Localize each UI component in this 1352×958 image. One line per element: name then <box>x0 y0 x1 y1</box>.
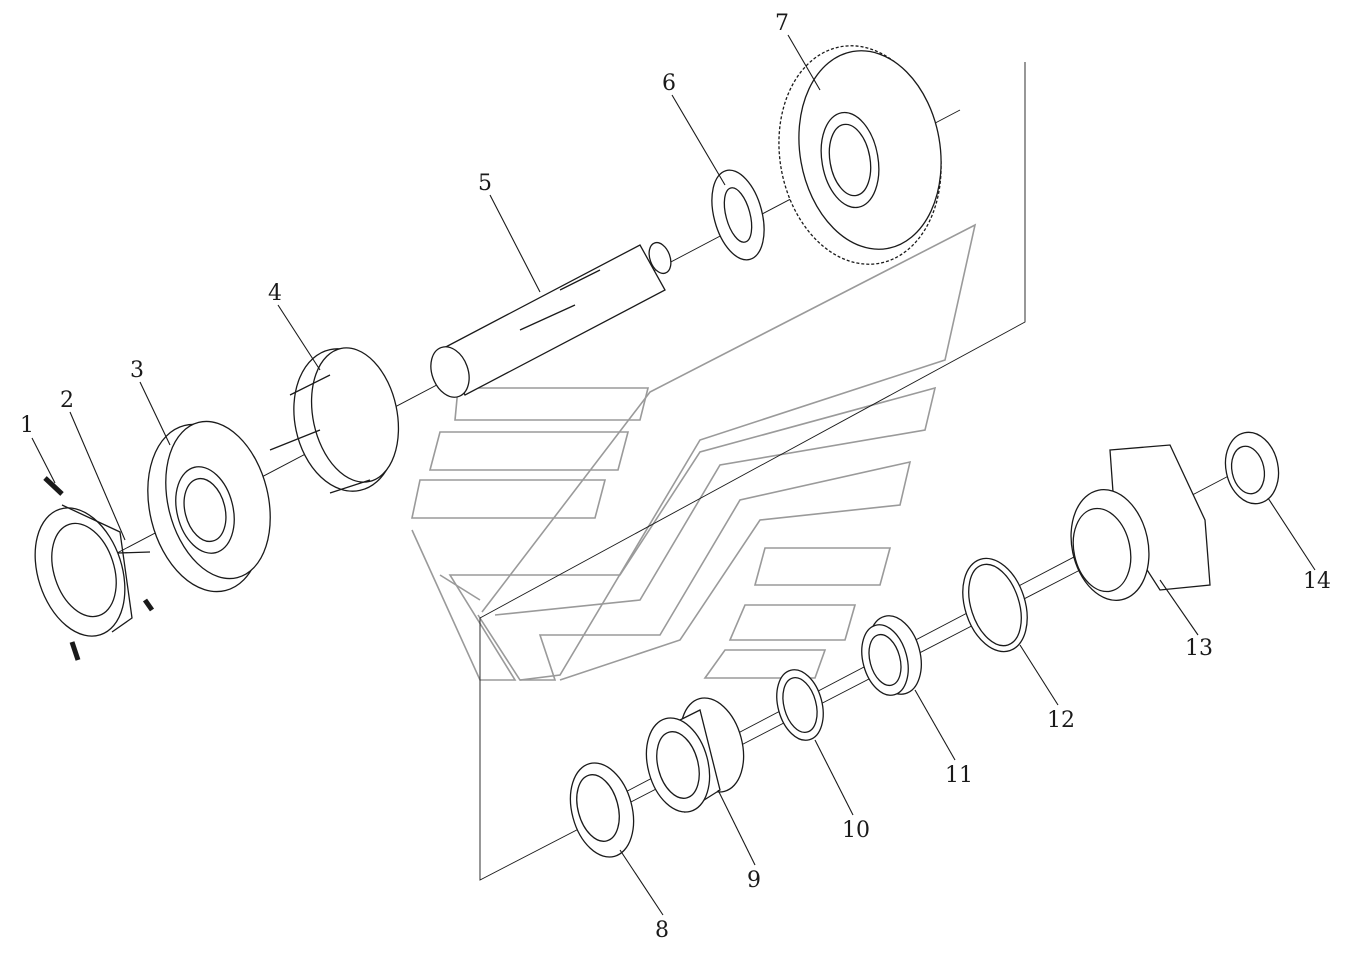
callout-9: 9 <box>747 868 761 893</box>
callout-5: 5 <box>478 171 492 196</box>
callout-11: 11 <box>945 763 973 788</box>
part-11-nut <box>861 615 922 696</box>
callout-2: 2 <box>60 388 74 413</box>
part-2-cover-flange <box>34 504 151 637</box>
part-8-thrust-washer <box>569 762 635 858</box>
part-13-output-flange <box>1070 444 1211 601</box>
axis-lines <box>99 109 1241 809</box>
part-5-shaft <box>430 241 672 398</box>
part-7-gear <box>778 45 942 265</box>
callout-labels: 1 2 3 4 5 6 7 8 9 10 11 12 13 14 <box>20 11 1331 943</box>
callout-6: 6 <box>662 71 676 96</box>
part-6-lock-washer <box>711 169 765 261</box>
part-3-hub <box>147 420 271 593</box>
callout-10: 10 <box>842 818 870 843</box>
callout-13: 13 <box>1185 636 1213 661</box>
part-10-ring <box>776 669 824 741</box>
leader-lines <box>31 34 1316 916</box>
part-9-bearing <box>645 697 745 814</box>
callout-4: 4 <box>268 281 282 306</box>
part-14-lock-nut <box>1224 431 1280 505</box>
part-1-set-screws <box>43 476 155 661</box>
part-4-carrier <box>269 347 400 494</box>
callout-12: 12 <box>1047 708 1075 733</box>
callout-1: 1 <box>20 413 34 438</box>
callout-8: 8 <box>655 918 669 943</box>
callout-7: 7 <box>775 11 789 36</box>
callout-3: 3 <box>130 358 144 383</box>
watermark-logo <box>411 223 977 681</box>
callout-14: 14 <box>1303 569 1331 594</box>
part-12-seal-ring <box>962 557 1028 653</box>
assembly-boundary <box>479 62 1081 881</box>
